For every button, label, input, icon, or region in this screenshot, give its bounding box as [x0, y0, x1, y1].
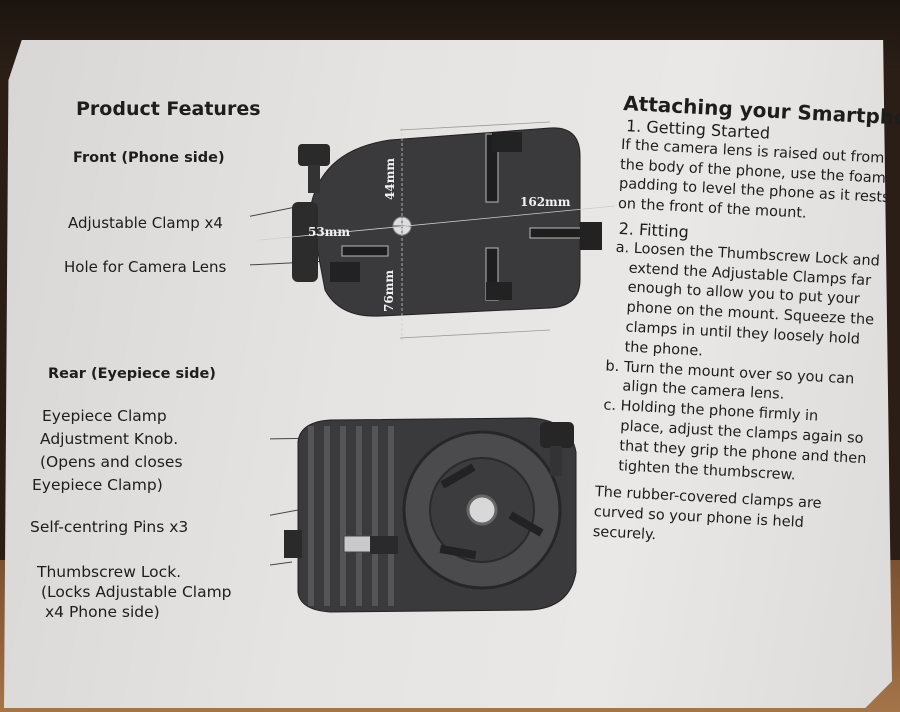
rear-ribs	[308, 426, 394, 606]
dimension-76mm: 76mm	[382, 270, 396, 312]
dimension-44mm: 44mm	[383, 158, 397, 200]
left-clamp-icon	[292, 202, 318, 282]
rear-device-illustration	[270, 417, 577, 613]
label-eyepiece-knob: Eyepiece Clamp Adjustment Knob. (Opens a…	[32, 407, 183, 494]
dimension-53mm: 53mm	[308, 225, 350, 239]
centring-pin-icon	[508, 511, 544, 537]
front-device-illustration: 44mm 162mm 53mm 76mm	[250, 121, 616, 340]
clamp-top-icon	[492, 132, 522, 152]
rear-clamp-icon	[284, 530, 302, 558]
clamp-bottom-icon	[486, 282, 512, 300]
rear-heading: Rear (Eyepiece side)	[48, 366, 216, 382]
label-adjustable-clamp: Adjustable Clamp x4	[68, 214, 223, 232]
label-thumbscrew: Thumbscrew Lock. (Locks Adjustable Clamp…	[37, 563, 232, 621]
dimension-162mm: 162mm	[520, 195, 571, 209]
label-self-centring-pins: Self-centring Pins x3	[30, 518, 189, 536]
slot-left	[341, 245, 389, 257]
thumbscrew-lock-icon	[343, 535, 373, 553]
label-camera-hole: Hole for Camera Lens	[64, 258, 227, 276]
eyepiece-opening-icon	[466, 494, 498, 526]
thumbscrew-knob-icon	[298, 144, 330, 166]
clamp-left-icon	[330, 262, 360, 282]
product-features-heading: Product Features	[76, 98, 261, 120]
clamp-right-icon	[580, 222, 602, 250]
smartphone-instructions: Attaching your Smartphone 1. Getting Sta…	[592, 90, 900, 544]
centring-pin-icon	[440, 463, 476, 489]
centring-pin-icon	[439, 544, 477, 560]
front-heading: Front (Phone side)	[73, 150, 225, 166]
slot-right	[529, 227, 583, 239]
eyepiece-knob-icon	[540, 422, 574, 448]
